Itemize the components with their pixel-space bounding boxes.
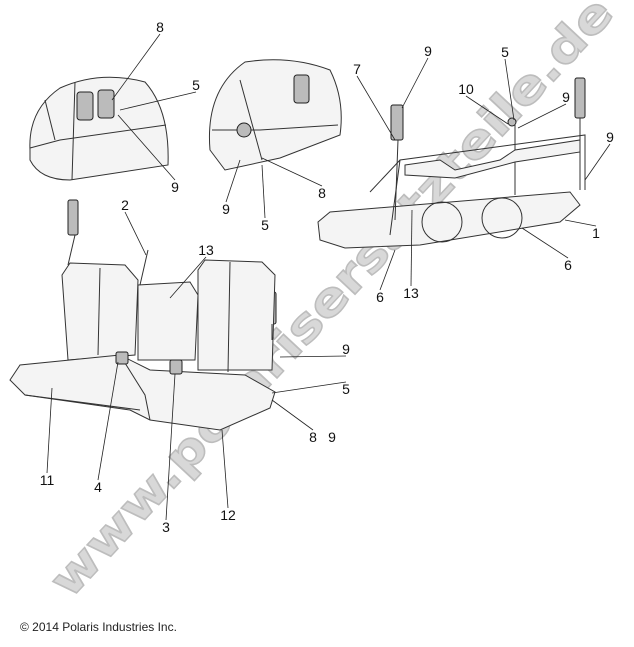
leader-line bbox=[504, 58, 515, 121]
leader-line bbox=[401, 57, 429, 109]
callout-number: 8 bbox=[318, 185, 326, 201]
callout-number: 9 bbox=[171, 179, 179, 195]
leader-line bbox=[46, 387, 53, 474]
callout-number: 2 bbox=[121, 197, 129, 213]
callout-number: 11 bbox=[40, 472, 55, 488]
callout-number: 3 bbox=[162, 519, 170, 535]
callout-number: 1 bbox=[592, 225, 600, 241]
rear-seat-frame-assembly bbox=[317, 77, 586, 249]
leader-line bbox=[169, 256, 207, 299]
callout-number: 8 bbox=[309, 429, 317, 445]
leader-line bbox=[356, 75, 396, 141]
leader-line bbox=[221, 429, 229, 509]
leader-line bbox=[410, 209, 413, 287]
leader-line bbox=[97, 361, 119, 481]
front-bench-seat bbox=[9, 199, 277, 431]
leader-line bbox=[225, 159, 241, 203]
leader-line bbox=[271, 399, 314, 431]
callout-number: 9 bbox=[606, 129, 614, 145]
leader-line bbox=[111, 33, 161, 101]
leader-line bbox=[165, 373, 176, 521]
inset-bolt-detail-2 bbox=[208, 59, 342, 171]
leader-line bbox=[517, 103, 567, 129]
callout-number: 9 bbox=[328, 429, 336, 445]
callout-number: 9 bbox=[342, 341, 350, 357]
leader-line bbox=[119, 91, 197, 111]
callout-number: 9 bbox=[424, 43, 432, 59]
callout-number: 5 bbox=[501, 44, 509, 60]
leader-line bbox=[117, 114, 176, 181]
callout-number: 6 bbox=[564, 257, 572, 273]
callout-number: 12 bbox=[220, 507, 236, 523]
leader-line bbox=[261, 157, 323, 187]
callout-number: 6 bbox=[376, 289, 384, 305]
callout-number: 4 bbox=[94, 479, 102, 495]
leader-line bbox=[564, 219, 597, 227]
leader-line bbox=[271, 381, 347, 394]
callout-number: 5 bbox=[192, 77, 200, 93]
copyright-notice: © 2014 Polaris Industries Inc. bbox=[20, 620, 177, 634]
callout-number: 10 bbox=[458, 81, 474, 97]
inset-bolt-detail-1 bbox=[29, 76, 169, 181]
callout-number: 5 bbox=[261, 217, 269, 233]
callout-number: 7 bbox=[353, 61, 361, 77]
callout-number: 9 bbox=[222, 201, 230, 217]
leader-line bbox=[124, 211, 147, 256]
callout-number: 13 bbox=[198, 242, 214, 258]
leader-line bbox=[584, 143, 611, 181]
leader-line bbox=[465, 95, 509, 125]
callout-number: 13 bbox=[403, 285, 419, 301]
leader-line bbox=[521, 227, 569, 259]
callout-number: 5 bbox=[342, 381, 350, 397]
callout-number: 8 bbox=[156, 19, 164, 35]
callout-number: 9 bbox=[562, 89, 570, 105]
leader-line bbox=[279, 355, 347, 358]
leader-line bbox=[261, 164, 266, 219]
leader-line bbox=[379, 249, 396, 291]
